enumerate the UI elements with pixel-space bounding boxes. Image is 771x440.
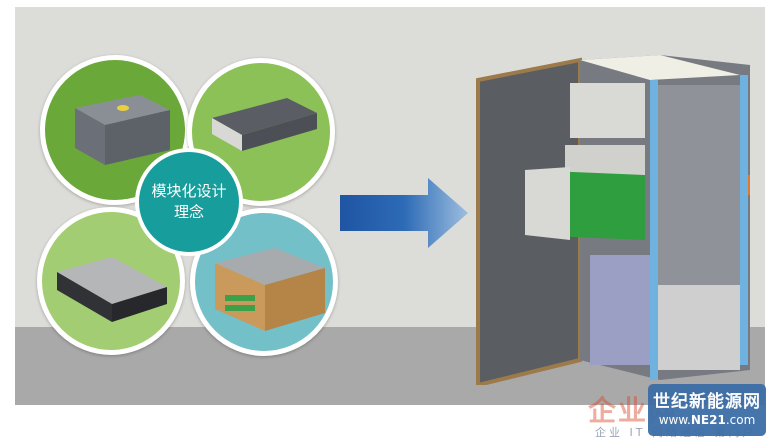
center-label-line2: 理念	[173, 203, 204, 221]
module-circle-3	[37, 207, 185, 355]
logo-url-prefix: www.	[658, 413, 691, 427]
right-arrow-icon	[340, 178, 468, 248]
rack-module-icon	[57, 257, 167, 322]
cabinet-illustration	[476, 55, 750, 385]
logo-url-suffix: .com	[725, 413, 756, 427]
center-label-line1: 模块化设计	[151, 182, 227, 200]
logo-url: www.NE21.com	[648, 413, 766, 427]
power-module-box-icon	[75, 95, 170, 165]
logo-title: 世纪新能源网	[653, 392, 761, 412]
flat-module-icon	[212, 98, 317, 151]
terminal-module-icon	[215, 248, 325, 331]
module-circle-2	[187, 58, 335, 206]
modular-design-concept: 模块化设计 理念	[135, 148, 243, 256]
logo-url-bold: NE21	[690, 413, 726, 427]
site-logo[interactable]: 世纪新能源网 www.NE21.com	[648, 384, 766, 436]
